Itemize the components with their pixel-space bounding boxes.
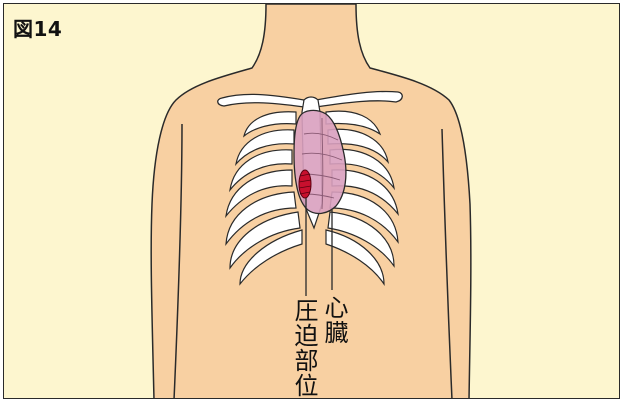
figure-title: 図14 — [13, 13, 62, 42]
pressure-point-label: 圧迫部位 — [292, 298, 316, 398]
figure-frame: 図14 心臓 圧迫部位 — [3, 3, 620, 399]
heart-label: 心臓 — [322, 295, 346, 345]
